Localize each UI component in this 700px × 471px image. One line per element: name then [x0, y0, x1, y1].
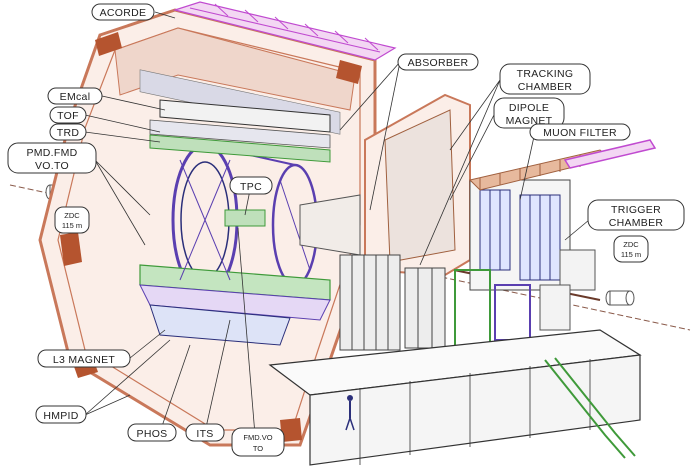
- label-muon-filter: MUON FILTER: [529, 123, 631, 141]
- label-zdc-right: ZDC 115 m: [613, 235, 649, 263]
- label-tracking-chamber: TRACKING CHAMBER: [499, 63, 591, 95]
- svg-text:L3 MAGNET: L3 MAGNET: [53, 354, 115, 366]
- label-emcal: EMcal: [47, 87, 103, 105]
- svg-text:HMPID: HMPID: [43, 410, 78, 422]
- label-dipole-magnet: DIPOLE MAGNET: [493, 97, 565, 129]
- svg-text:TRD: TRD: [57, 127, 80, 139]
- svg-text:FMD.VO: FMD.VO: [243, 433, 272, 442]
- label-absorber: ABSORBER: [397, 53, 479, 71]
- svg-text:ZDC: ZDC: [623, 240, 639, 249]
- svg-text:CHAMBER: CHAMBER: [518, 81, 573, 93]
- label-trd: TRD: [49, 123, 87, 141]
- label-tof: TOF: [49, 106, 87, 124]
- svg-text:ITS: ITS: [196, 428, 213, 440]
- label-pmd-fmd-vo-to: PMD.FMD VO.TO: [7, 142, 97, 174]
- label-its: ITS: [185, 423, 225, 442]
- label-trigger-chamber: TRIGGER CHAMBER: [587, 199, 685, 231]
- acorde-array: [172, 1, 397, 61]
- svg-text:ACORDE: ACORDE: [100, 7, 147, 19]
- label-hmpid: HMPID: [35, 405, 87, 424]
- svg-text:PMD.FMD: PMD.FMD: [26, 147, 77, 159]
- svg-text:TPC: TPC: [240, 181, 262, 193]
- svg-text:TRACKING: TRACKING: [517, 68, 574, 80]
- svg-text:CHAMBER: CHAMBER: [609, 217, 664, 229]
- svg-text:ZDC: ZDC: [64, 211, 80, 220]
- svg-text:PHOS: PHOS: [137, 428, 168, 440]
- svg-text:115 m: 115 m: [621, 250, 641, 259]
- svg-text:VO.TO: VO.TO: [35, 160, 69, 172]
- svg-text:EMcal: EMcal: [60, 91, 91, 103]
- svg-text:115 m: 115 m: [62, 221, 82, 230]
- svg-text:TRIGGER: TRIGGER: [611, 204, 661, 216]
- label-l3-magnet: L3 MAGNET: [37, 349, 131, 368]
- svg-text:TO: TO: [253, 444, 263, 453]
- svg-text:DIPOLE: DIPOLE: [509, 102, 549, 114]
- central-barrel: [139, 99, 331, 346]
- label-acorde: ACORDE: [91, 3, 155, 21]
- callout-leaders: [84, 11, 596, 436]
- zdc-right-cylinder: [605, 290, 635, 306]
- label-zdc-left: ZDC 115 m: [54, 206, 90, 234]
- svg-text:ABSORBER: ABSORBER: [408, 57, 469, 69]
- label-tpc: TPC: [229, 176, 273, 195]
- platform: [268, 329, 642, 466]
- svg-text:TOF: TOF: [57, 110, 79, 122]
- svg-text:MUON FILTER: MUON FILTER: [543, 127, 617, 139]
- label-fmd-vo-to: FMD.VO TO: [231, 427, 285, 457]
- label-phos: PHOS: [127, 423, 177, 442]
